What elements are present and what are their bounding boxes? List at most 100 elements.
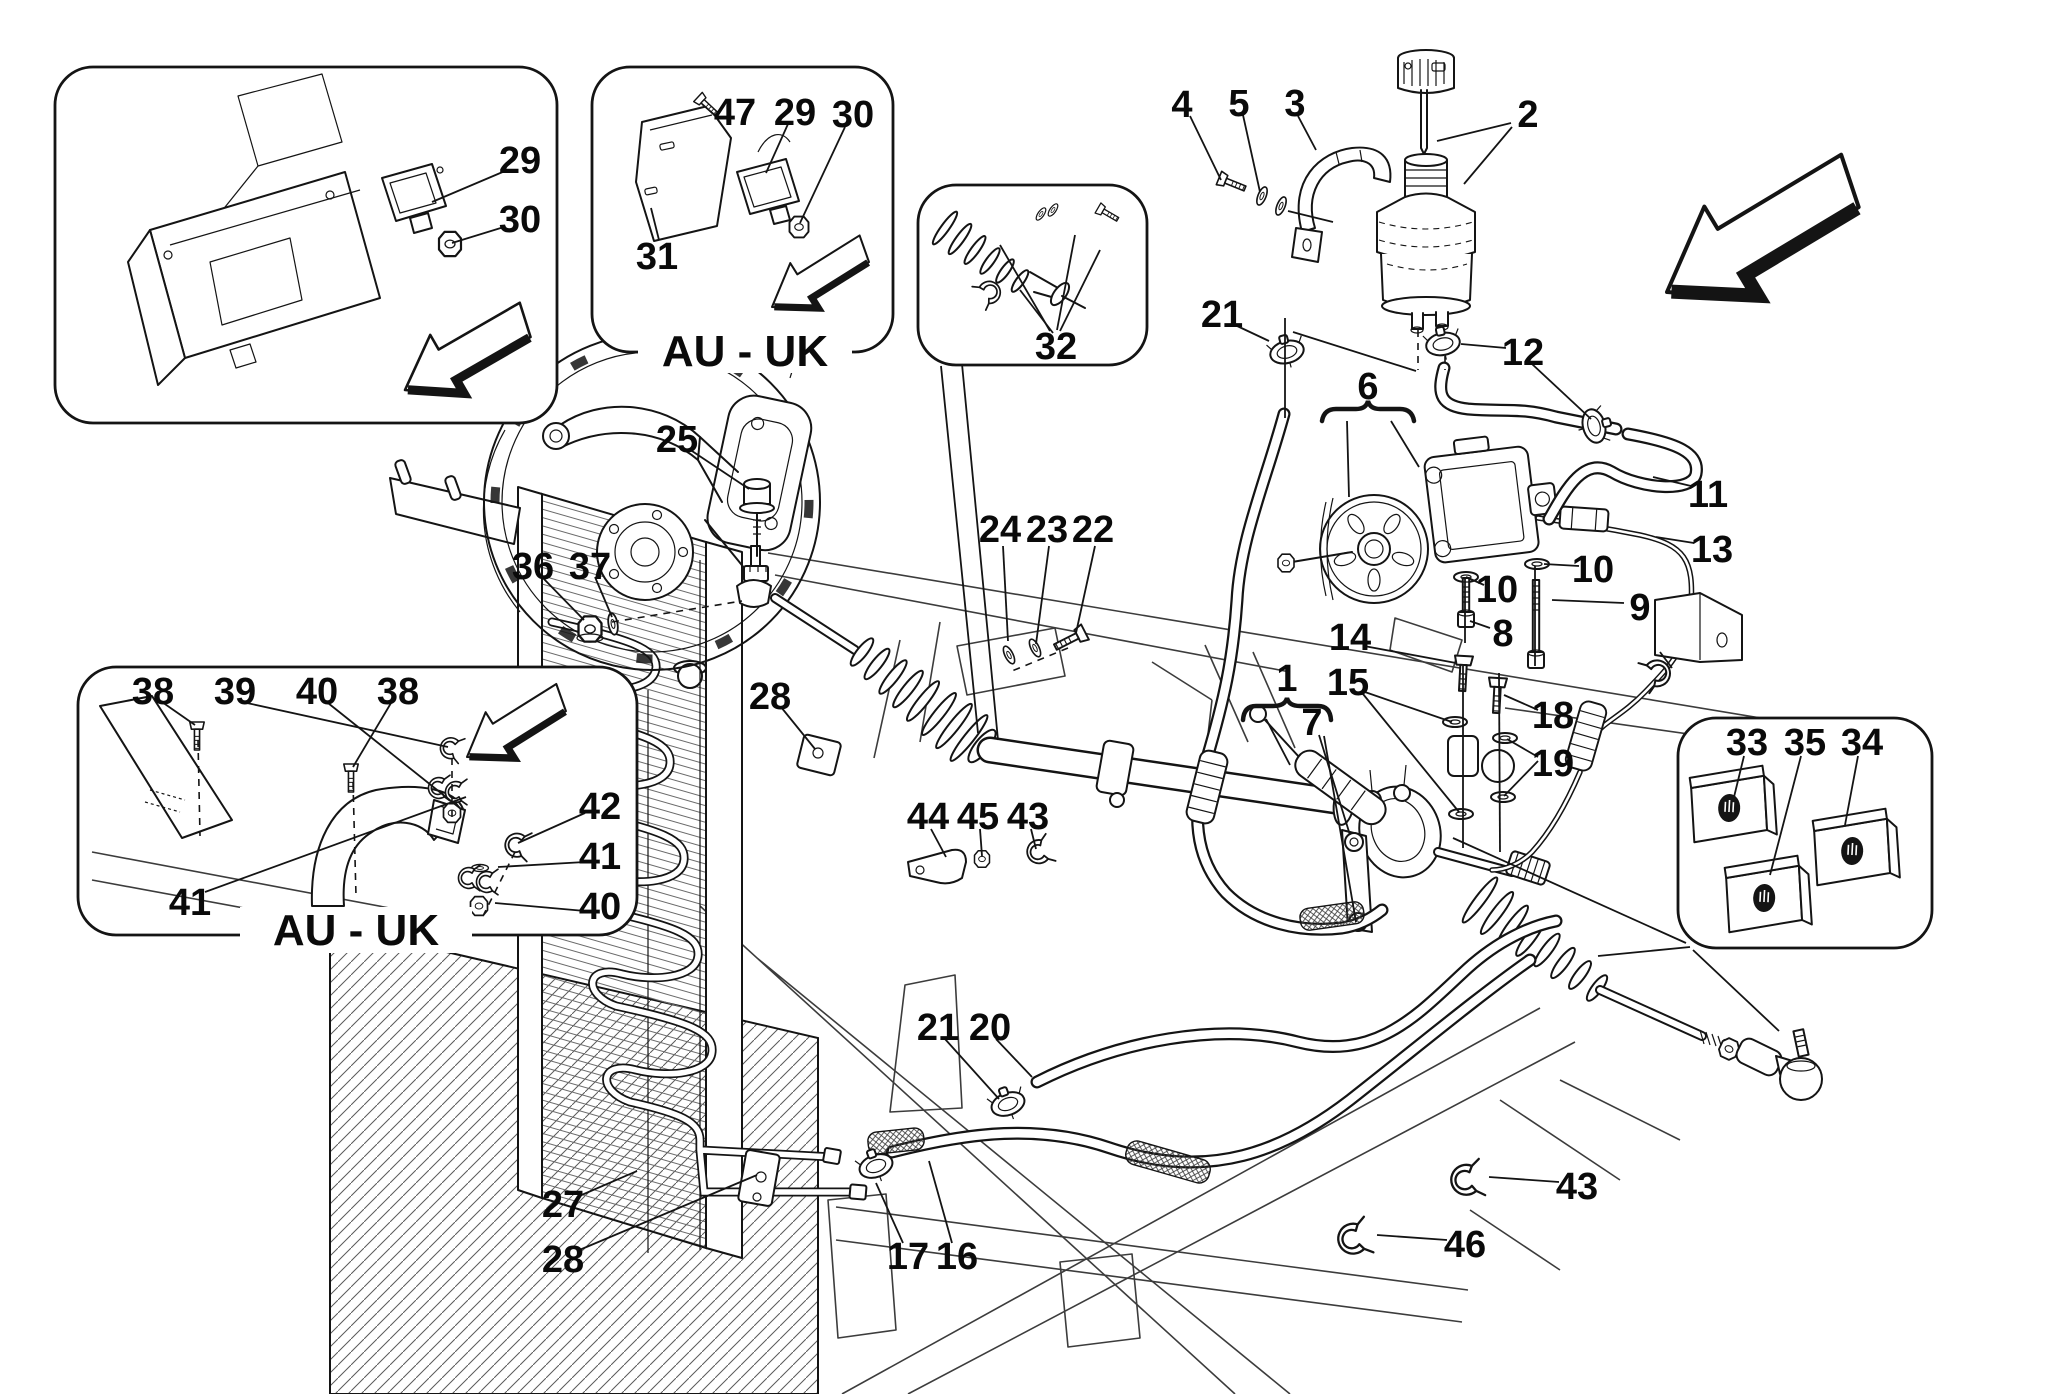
leader-line (1002, 545, 1009, 642)
leader-line (246, 702, 449, 748)
leader-line (1503, 694, 1539, 711)
callout-label: 24 (979, 509, 1021, 551)
callout-label: 21 (1201, 294, 1243, 336)
leader-line (944, 1038, 1000, 1100)
callout-label: 30 (499, 199, 541, 241)
chassis-frame-drawing (699, 552, 1894, 1394)
leader-line (1030, 828, 1037, 850)
box2-bracket-detail-au-uk (635, 91, 810, 242)
callout-label: 38 (132, 671, 174, 713)
hoses-pipes-drawing (867, 407, 1743, 1184)
callout-label: 28 (749, 676, 791, 718)
leader-line (1323, 735, 1357, 923)
leader-line (1056, 234, 1076, 331)
leader-line (1363, 645, 1457, 664)
callout-label: 16 (936, 1236, 978, 1278)
callout-label: 5 (1228, 83, 1249, 125)
leader-line (1531, 363, 1592, 420)
callout-label: 39 (214, 671, 256, 713)
leader-line (594, 576, 613, 618)
inset-box (916, 183, 1149, 367)
callout-label: 10 (1476, 569, 1518, 611)
callout-label: 44 (907, 796, 949, 838)
callout-label: 19 (1532, 743, 1574, 785)
leader-line (1733, 755, 1745, 798)
callout-label: 31 (636, 236, 678, 278)
callout-label: 40 (579, 886, 621, 928)
leader-line (161, 701, 196, 726)
leader-line (780, 706, 816, 750)
leader-line (1189, 115, 1222, 181)
leader-line (1234, 324, 1270, 342)
leader-line (1346, 420, 1350, 498)
leader-line (765, 123, 789, 174)
caption-backdrop (240, 907, 472, 953)
dashed-line (611, 600, 743, 623)
leader-line (1692, 949, 1780, 1032)
leader-line (1551, 599, 1625, 604)
leader-line (576, 1174, 758, 1252)
leader-line (1543, 563, 1580, 567)
leader-line (1463, 126, 1513, 185)
leader-line (1376, 1234, 1448, 1241)
box3-boot-detail (931, 201, 1122, 312)
leader-line (1506, 738, 1539, 758)
caption-label: AU - UK (662, 327, 828, 376)
leader-line (1019, 289, 1054, 334)
leader-line (497, 861, 586, 868)
callout-label: 29 (499, 140, 541, 182)
callout-label: 45 (957, 796, 999, 838)
callout-label: 36 (512, 546, 554, 588)
callout-label: 9 (1629, 587, 1650, 629)
leader-line (1318, 734, 1351, 836)
leader-line (688, 448, 750, 490)
caption-backdrop (638, 329, 852, 373)
small-clamps-drawing (576, 611, 1487, 1262)
dashed-line (1011, 647, 1069, 672)
box5-duct-detail-au-uk (91, 695, 533, 943)
callout-label: 42 (579, 786, 621, 828)
callout-label: 20 (969, 1007, 1011, 1049)
leader-line (979, 828, 983, 857)
callout-label: 37 (569, 546, 611, 588)
dashed-line (352, 781, 357, 897)
callout-label: 11 (1688, 474, 1728, 516)
grouping-braces (1240, 400, 1417, 723)
callout-label: 3 (1284, 83, 1305, 125)
leader-line (1460, 343, 1507, 349)
leader-line (940, 365, 979, 734)
callout-label: 41 (169, 882, 211, 924)
leader-line (961, 363, 999, 741)
leader-line (431, 170, 506, 203)
callout-label: 40 (296, 671, 338, 713)
leader-line (1498, 672, 1501, 853)
leader-line (541, 576, 585, 621)
tie-rod-end-left (736, 545, 772, 608)
leader-line (451, 226, 505, 244)
callout-label: 38 (377, 671, 419, 713)
callout-label: 34 (1841, 722, 1883, 764)
leader-line (1452, 837, 1687, 944)
leader-line (494, 902, 586, 912)
leader-line (1597, 946, 1691, 957)
callout-label: 13 (1691, 529, 1733, 571)
callout-label: 17 (887, 1236, 929, 1278)
leader-line (1287, 210, 1334, 223)
leader-line (1488, 1176, 1560, 1183)
callout-label: 2 (1517, 94, 1538, 136)
leader-line (204, 796, 467, 893)
leader-line (650, 207, 660, 241)
brake-disc-hub-drawing (482, 295, 821, 671)
callout-label: 47 (714, 92, 756, 134)
leader-line (1059, 249, 1101, 332)
callout-label: 21 (917, 1007, 959, 1049)
leader-line (1652, 476, 1692, 487)
box1-bracket-detail (127, 73, 463, 386)
leader-line (1436, 122, 1512, 142)
big-arrow (1639, 132, 1883, 338)
leader-line (327, 702, 462, 810)
callout-label: 46 (1444, 1224, 1486, 1266)
